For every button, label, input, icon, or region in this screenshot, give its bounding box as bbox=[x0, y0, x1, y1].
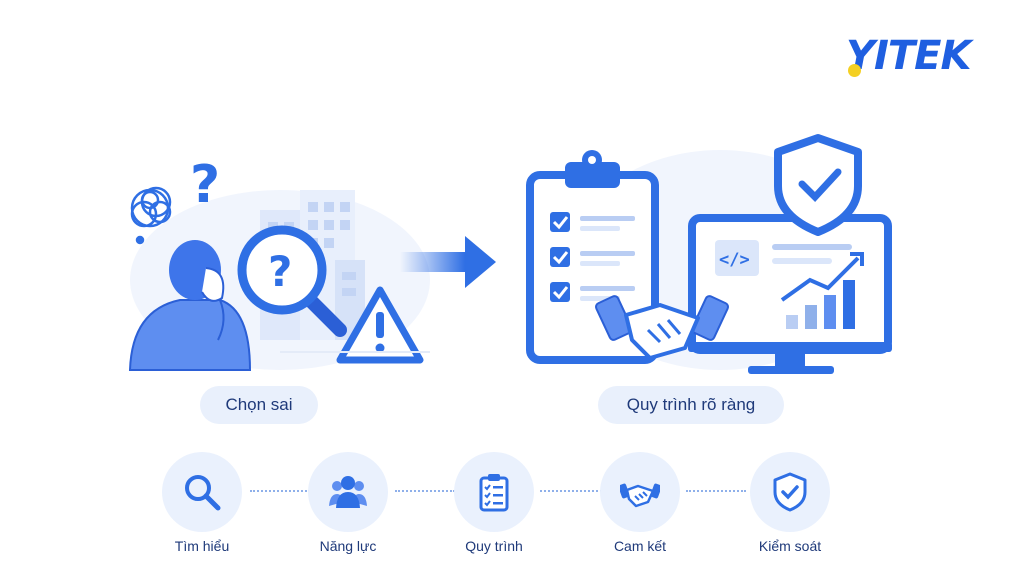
step-label: Kiểm soát bbox=[758, 538, 822, 554]
shield-check-icon bbox=[773, 472, 807, 512]
transition-arrow-icon bbox=[400, 236, 496, 288]
step-label: Tìm hiểu bbox=[174, 538, 230, 554]
brand-logo: YITEK bbox=[846, 30, 996, 82]
warning-icon bbox=[336, 286, 424, 364]
step-label: Năng lực bbox=[319, 538, 377, 554]
monitor-chart-icon: </> bbox=[688, 214, 892, 374]
confused-person-icon bbox=[128, 240, 252, 371]
step-connector bbox=[686, 490, 746, 492]
scribble-thought-icon bbox=[130, 186, 172, 245]
wrong-choice-label: Chọn sai bbox=[200, 386, 318, 424]
svg-text:?: ? bbox=[268, 247, 292, 296]
logo-dot bbox=[848, 64, 861, 77]
step-connector bbox=[395, 490, 455, 492]
step-label: Cam kết bbox=[613, 538, 667, 554]
magnifier-icon bbox=[185, 475, 221, 511]
step-label: Quy trình bbox=[465, 538, 523, 554]
handshake-icon bbox=[620, 483, 660, 508]
team-icon bbox=[329, 476, 367, 508]
logo-text: YITEK bbox=[846, 33, 971, 79]
question-mark-icon: ? bbox=[190, 155, 220, 215]
step-connector bbox=[540, 490, 602, 492]
wrong-choice-illustration: ? ? bbox=[128, 155, 430, 371]
step-connector bbox=[250, 490, 310, 492]
magnifier-question-icon: ? bbox=[237, 225, 347, 337]
clear-process-illustration: </> bbox=[526, 134, 892, 374]
code-icon: </> bbox=[719, 250, 750, 270]
clear-process-label: Quy trình rõ ràng bbox=[598, 386, 784, 424]
shield-check-icon bbox=[774, 134, 862, 236]
handshake-icon bbox=[594, 295, 730, 360]
clipboard-checklist-icon bbox=[479, 474, 509, 512]
process-steps: Tìm hiểu Năng lực Quy bbox=[0, 450, 1024, 570]
